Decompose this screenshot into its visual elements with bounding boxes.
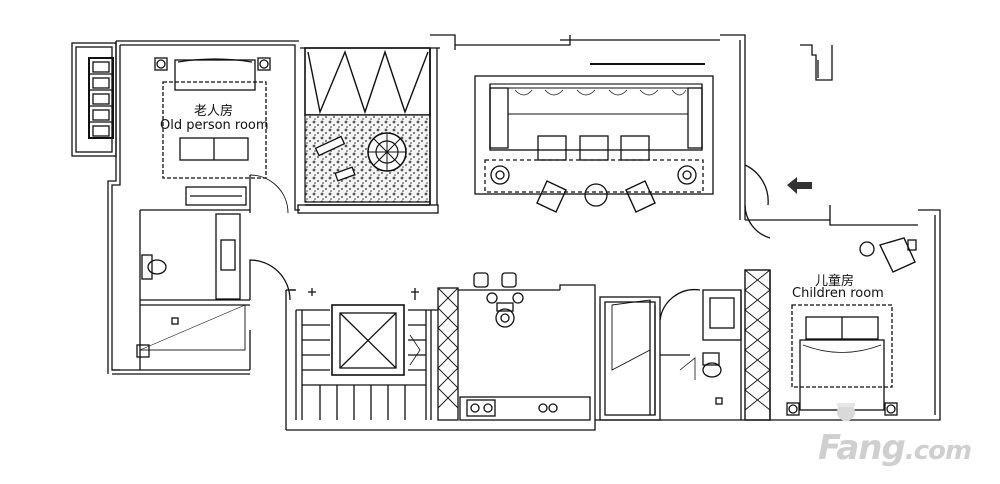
watermark-text: Fang.com xyxy=(818,428,972,468)
entry-arrow-icon xyxy=(787,177,812,194)
old-person-room xyxy=(140,57,289,214)
children-room xyxy=(744,237,917,421)
column-detail xyxy=(800,44,833,81)
children-room-label-cn: 儿童房 xyxy=(815,274,855,289)
old-person-room-label-en: Old person room xyxy=(160,118,269,133)
courtyard xyxy=(297,47,439,214)
children-room-label-en: Children room xyxy=(792,286,884,301)
watermark-brand: Fang xyxy=(818,428,906,468)
left-balcony xyxy=(71,42,117,157)
old-person-room-label-cn: 老人房 xyxy=(194,104,234,119)
watermark-logo xyxy=(837,403,855,421)
kitchen xyxy=(437,272,596,421)
watermark-domain: .com xyxy=(904,436,972,466)
living-room xyxy=(474,63,771,239)
exterior-walls xyxy=(107,34,941,431)
stair-core xyxy=(290,288,438,420)
children-bathroom xyxy=(599,288,742,421)
old-person-bathroom xyxy=(136,210,291,370)
